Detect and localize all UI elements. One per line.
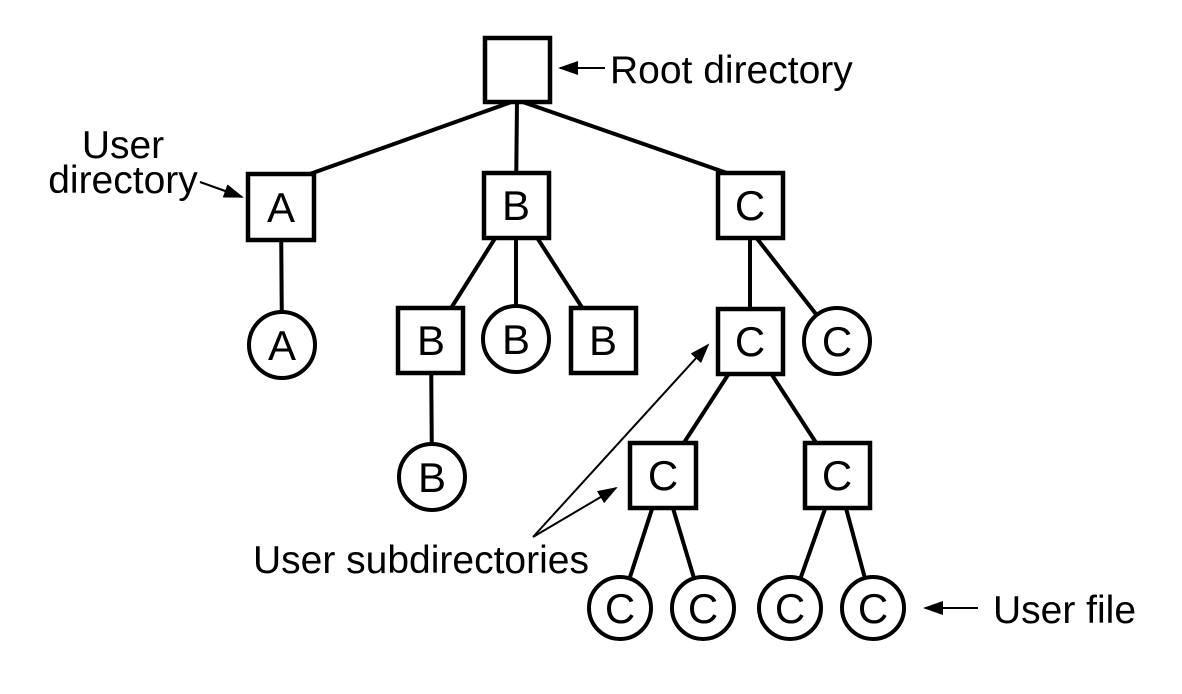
user-subdirectories-label: User subdirectories [253,539,589,582]
file-c1-node [587,575,653,641]
subdirectory-c1-letter: C [648,452,678,499]
file-c2-node [670,575,736,641]
user-directory-label-line1: User [82,124,164,167]
file-c4-node [840,575,906,641]
root-directory-label: Root directory [610,49,853,92]
subdirectory-b2-node [568,305,639,376]
tree-nodes [245,35,906,641]
directory-c-letter: C [735,182,765,229]
file-b1-letter: B [502,316,530,363]
callout-arrows [199,61,978,615]
directory-c-node [715,170,786,241]
root-directory-node [482,35,553,105]
file-b1-node [481,304,551,374]
file-c3-node [757,575,823,641]
file-c0-letter: C [822,318,852,365]
file-c4-letter: C [858,585,888,632]
directory-b-node [481,170,552,241]
edge-root-to-c [516,98,748,182]
directory-a-letter: A [267,184,295,231]
subdirectory-c2-node [802,440,873,511]
file-c3-letter: C [775,585,805,632]
user-file-label: User file [993,589,1136,632]
node-letters: A B C A B B B B C C C C C C C C [267,182,888,632]
callout-labels: Root directory User directory User subdi… [48,49,1136,632]
subdirectory-c-node [715,306,786,377]
subdirectory-b1-letter: B [417,317,445,364]
user-subdirectories-arrow-lower [532,486,618,538]
subdirectory-c-letter: C [735,318,765,365]
edge-root-to-a [292,98,518,182]
directory-a-node [245,171,317,243]
user-directory-arrow [199,181,244,198]
file-b2-node [397,442,467,512]
file-b2-letter: B [418,454,446,501]
user-directory-label-line2: directory [48,159,198,202]
subdirectory-b1-node [395,305,466,376]
user-subdirectories-arrow-upper [532,343,710,538]
file-a-letter: A [268,322,296,369]
directory-b-letter: B [502,182,530,229]
file-c1-letter: C [605,585,635,632]
file-a-node [247,310,317,380]
subdirectory-c2-letter: C [822,452,852,499]
file-c0-node [802,306,872,376]
file-c2-letter: C [688,585,718,632]
subdirectory-c1-node [627,440,699,511]
subdirectory-b2-letter: B [589,317,617,364]
